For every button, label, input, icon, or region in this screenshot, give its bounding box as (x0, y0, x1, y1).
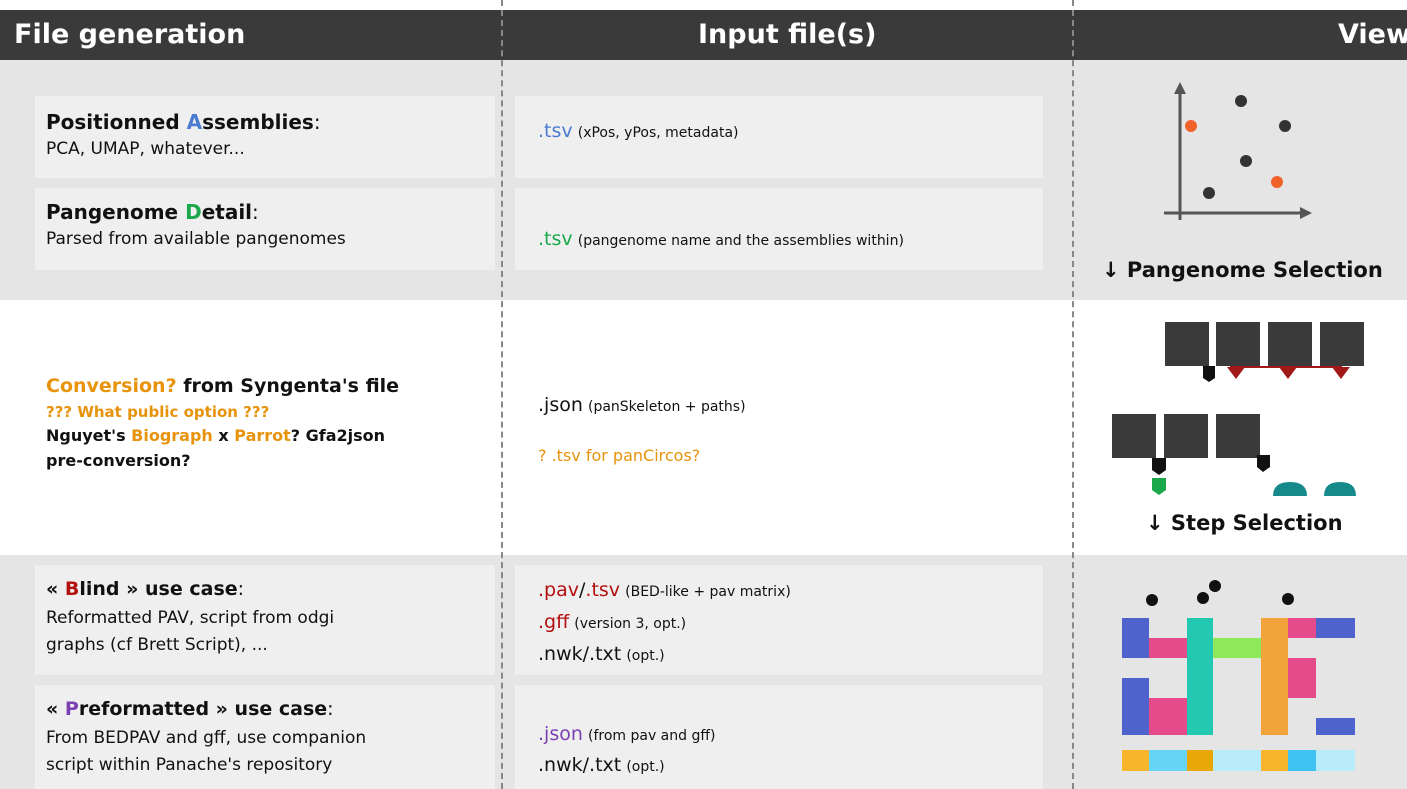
blind-use-case-desc2: graphs (cf Brett Script), ... (46, 635, 268, 655)
pav-matrix-icon (1122, 580, 1355, 771)
row3-input4: .json (from pav and gff) (538, 723, 716, 745)
row1-left-card2 (35, 188, 495, 270)
row3-input5: .nwk/.txt (opt.) (538, 754, 665, 776)
row3-input2: .gff (version 3, opt.) (538, 611, 687, 633)
row1-mid-card2 (515, 188, 1043, 270)
row3-left-card2 (35, 685, 495, 789)
positioned-assemblies-title: Positionned Assemblies: (46, 110, 321, 134)
preformatted-use-case-title: « Preformatted » use case: (46, 698, 334, 720)
row2-input2: ? .tsv for panCircos? (538, 446, 701, 465)
divider-2 (1072, 0, 1074, 789)
row1-mid-card1 (515, 96, 1043, 178)
header-file-generation: File generation (14, 19, 246, 50)
row3-mid-card2 (515, 685, 1043, 789)
divider-1 (501, 0, 503, 789)
conversion-line3: Nguyet's Biograph x Parrot? Gfa2json (46, 426, 386, 445)
blind-use-case-title: « Blind » use case: (46, 578, 245, 600)
header-input-files: Input file(s) (698, 19, 877, 50)
preformatted-use-case-desc1: From BEDPAV and gff, use companion (46, 728, 367, 748)
row1-input2: .tsv (pangenome name and the assemblies … (538, 228, 904, 250)
row2-input1: .json (panSkeleton + paths) (538, 394, 746, 416)
row3-input1: .pav/.tsv (BED-like + pav matrix) (538, 579, 791, 601)
header-view: View (1338, 19, 1407, 50)
step-selection-label: ↓ Step Selection (1146, 511, 1343, 535)
blind-use-case-desc1: Reformatted PAV, script from odgi (46, 608, 335, 628)
conversion-line2: ??? What public option ??? (46, 403, 270, 421)
header-bar: File generation Input file(s) View (0, 10, 1407, 60)
positioned-assemblies-desc: PCA, UMAP, whatever... (46, 139, 245, 159)
row3-input3: .nwk/.txt (opt.) (538, 643, 665, 665)
scatter-plot-icon (1164, 82, 1312, 220)
pangenome-selection-label: ↓ Pangenome Selection (1102, 258, 1383, 282)
graph-steps-icon (1112, 322, 1364, 496)
row1-left-card1 (35, 96, 495, 178)
preformatted-use-case-desc2: script within Panache's repository (46, 755, 333, 775)
row3-left-card1 (35, 565, 495, 675)
conversion-line1: Conversion? from Syngenta's file (46, 375, 400, 397)
row1-input1: .tsv (xPos, yPos, metadata) (538, 120, 739, 142)
pangenome-detail-title: Pangenome Detail: (46, 200, 259, 224)
pangenome-detail-desc: Parsed from available pangenomes (46, 229, 346, 249)
row3-mid-card1 (515, 565, 1043, 675)
conversion-line4: pre-conversion? (46, 451, 191, 470)
